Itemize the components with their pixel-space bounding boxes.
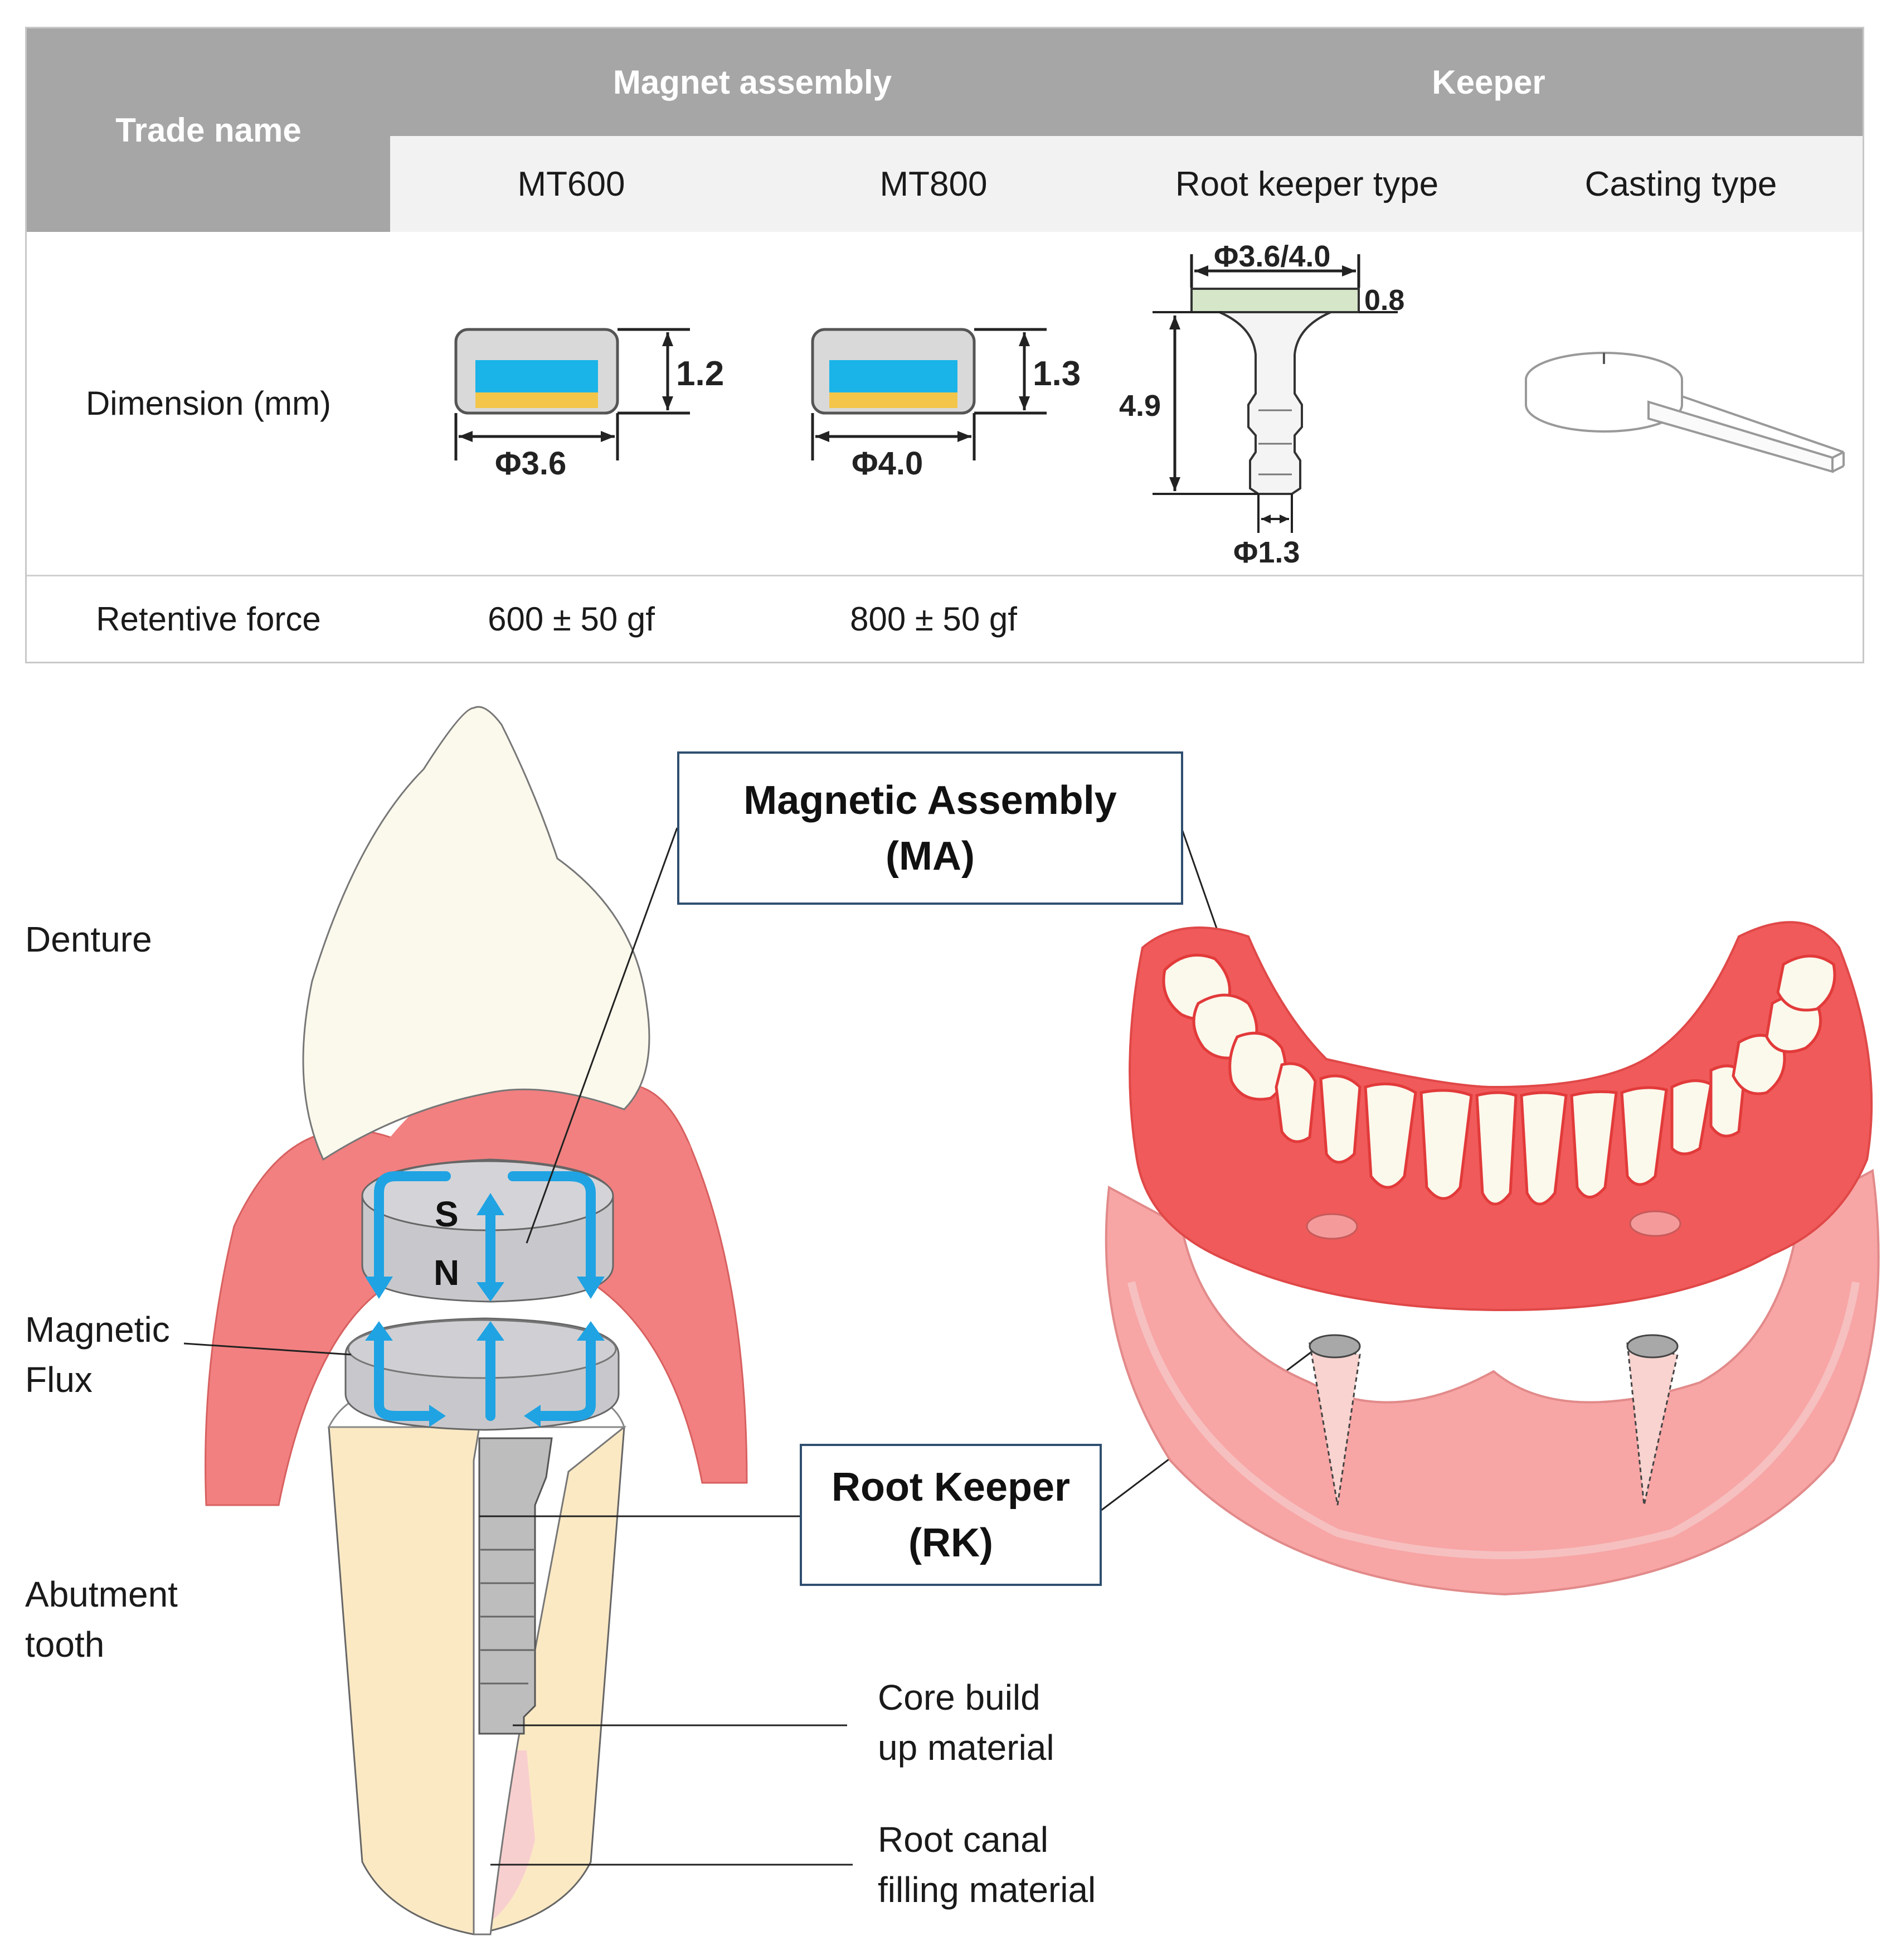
root-canal-line2: filling material xyxy=(878,1870,1096,1910)
col-header-mt800-label: MT800 xyxy=(879,164,988,203)
magnet-assembly-label: Magnet assembly xyxy=(612,64,892,101)
magnet-assembly-header: Magnet assembly xyxy=(390,28,1115,136)
col-header-root-keeper-label: Root keeper type xyxy=(1175,164,1439,203)
dimension-label: Dimension (mm) xyxy=(85,385,332,422)
denture-label: Denture xyxy=(25,914,152,964)
root-canal-line1: Root canal xyxy=(878,1820,1048,1860)
root-keeper-screw xyxy=(478,1437,553,1735)
abutment-line2: tooth xyxy=(25,1624,105,1665)
dimension-row-label: Dimension (mm) xyxy=(27,232,390,575)
retentive-mt600-value: 600 ± 50 gf xyxy=(488,600,655,638)
trade-name-label: Trade name xyxy=(115,111,302,149)
denture-label-text: Denture xyxy=(25,919,152,959)
col-header-mt600: MT600 xyxy=(390,136,752,232)
mt600-drawing: 1.2 Φ3.6 xyxy=(454,328,724,482)
core-build-up-line2: up material xyxy=(878,1728,1054,1768)
keeper-header: Keeper xyxy=(1115,28,1863,136)
retentive-row-label: Retentive force xyxy=(27,576,390,662)
root-keeper-drawing: Φ3.6/4.0 0.8 4.9 Φ1.3 xyxy=(1119,243,1404,569)
root-keeper-shaft-label: Φ1.3 xyxy=(1233,536,1300,569)
trade-name-header: Trade name xyxy=(27,28,390,232)
row-divider xyxy=(27,575,1863,576)
root-keeper-thickness-label: 0.8 xyxy=(1364,284,1404,317)
core-build-up-label: Core build up material xyxy=(878,1672,1054,1773)
core-build-up-line1: Core build xyxy=(878,1677,1041,1718)
keeper-label: Keeper xyxy=(1432,64,1545,101)
mt600-height-label: 1.2 xyxy=(676,355,724,393)
magnetic-assembly-callout: Magnetic Assembly (MA) xyxy=(677,751,1183,905)
pole-n-label: N xyxy=(434,1253,459,1293)
abutment-tooth-label: Abutment tooth xyxy=(25,1569,178,1670)
root-keeper-callout: Root Keeper (RK) xyxy=(800,1444,1102,1586)
col-header-casting-label: Casting type xyxy=(1584,164,1777,203)
casting-type-drawing xyxy=(1525,352,1845,473)
root-canal-label: Root canal filling material xyxy=(878,1815,1096,1915)
mt800-drawing: 1.3 Φ4.0 xyxy=(811,328,1081,482)
spec-table: Trade name Magnet assembly Keeper MT600 … xyxy=(25,27,1864,663)
denture-tooth-crown xyxy=(302,706,650,1161)
pole-s-label: S xyxy=(435,1194,459,1234)
root-keeper-top-label: Φ3.6/4.0 xyxy=(1214,243,1330,273)
ma-callout-line1: Magnetic Assembly xyxy=(743,778,1117,823)
mt800-height-label: 1.3 xyxy=(1033,355,1081,393)
retentive-label: Retentive force xyxy=(96,600,321,638)
ma-callout-line2: (MA) xyxy=(886,833,975,879)
magnetic-flux-line2: Flux xyxy=(25,1360,93,1400)
mt600-diameter-label: Φ3.6 xyxy=(495,445,566,482)
col-header-mt800: MT800 xyxy=(752,136,1115,232)
magnetic-flux-label: Magnetic Flux xyxy=(25,1304,170,1405)
mt800-diameter-label: Φ4.0 xyxy=(852,445,923,482)
rk-callout-line1: Root Keeper xyxy=(831,1464,1071,1510)
root-keeper-length-label: 4.9 xyxy=(1119,389,1161,423)
magnetic-flux-line1: Magnetic xyxy=(25,1309,170,1350)
gingiva-model xyxy=(1105,1168,1880,1596)
retentive-mt800: 800 ± 50 gf xyxy=(752,576,1115,662)
col-header-mt600-label: MT600 xyxy=(517,164,625,203)
retentive-mt800-value: 800 ± 50 gf xyxy=(850,600,1017,638)
retentive-mt600: 600 ± 50 gf xyxy=(390,576,752,662)
col-header-root-keeper: Root keeper type xyxy=(1115,136,1499,232)
col-header-casting: Casting type xyxy=(1499,136,1863,232)
rk-callout-line2: (RK) xyxy=(908,1520,993,1565)
abutment-line1: Abutment xyxy=(25,1574,178,1614)
